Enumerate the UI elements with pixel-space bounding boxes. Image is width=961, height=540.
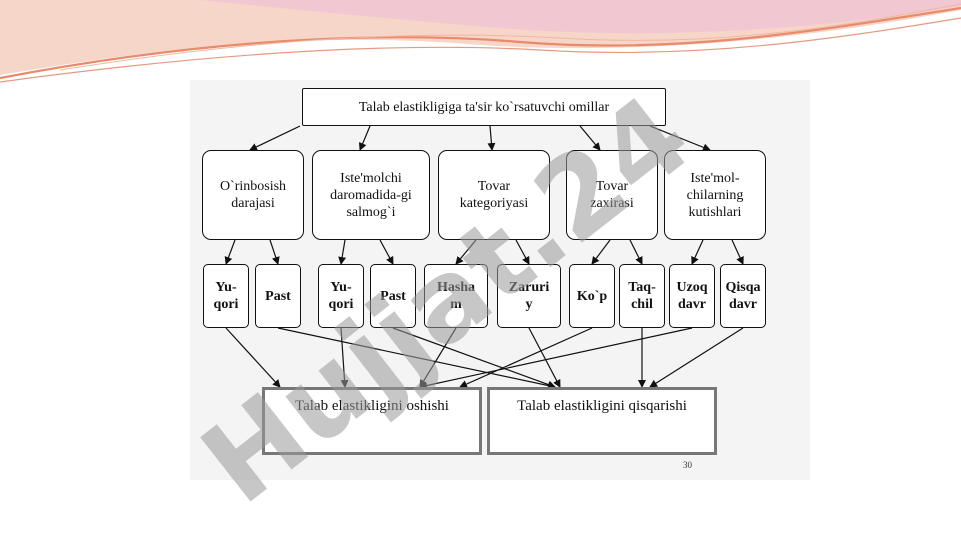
wave-line-second [0,17,961,83]
sub-yuqori-2: Yu- qori [318,264,364,328]
sub-kop: Ko`p [569,264,615,328]
factor-istemolchi-daromadi: Iste'molchi daromadida-gi salmog`i [312,150,430,240]
sub-past-1: Past [255,264,301,328]
result-oshishi: Talab elastikligini oshishi [262,387,482,455]
wave-fill-pink [200,0,961,34]
factor-tovar-kategoriyasi: Tovar kategoriyasi [438,150,550,240]
result-qisqarishi: Talab elastikligini qisqarishi [487,387,717,455]
factor-orinbosish-darajasi: O`rinbosish darajasi [202,150,304,240]
sub-hasham: Hasha m [424,264,488,328]
sub-yuqori-1: Yu- qori [203,264,249,328]
sub-qisqa-davr: Qisqa davr [720,264,766,328]
sub-past-2: Past [370,264,416,328]
factor-istemolchilarning-kutishlari: Iste'mol- chilarning kutishlari [664,150,766,240]
wave-line-third [59,3,961,71]
wave-line-main [0,6,961,80]
sub-taqchil: Taq- chil [619,264,665,328]
sub-uzoq-davr: Uzoq davr [669,264,715,328]
root-node: Talab elastikligiga ta'sir ko`rsatuvchi … [302,88,666,126]
factor-tovar-zaxirasi: Tovar zaxirasi [566,150,658,240]
footnote: 30 [683,460,692,470]
sub-zaruriy: Zaruri y [497,264,561,328]
